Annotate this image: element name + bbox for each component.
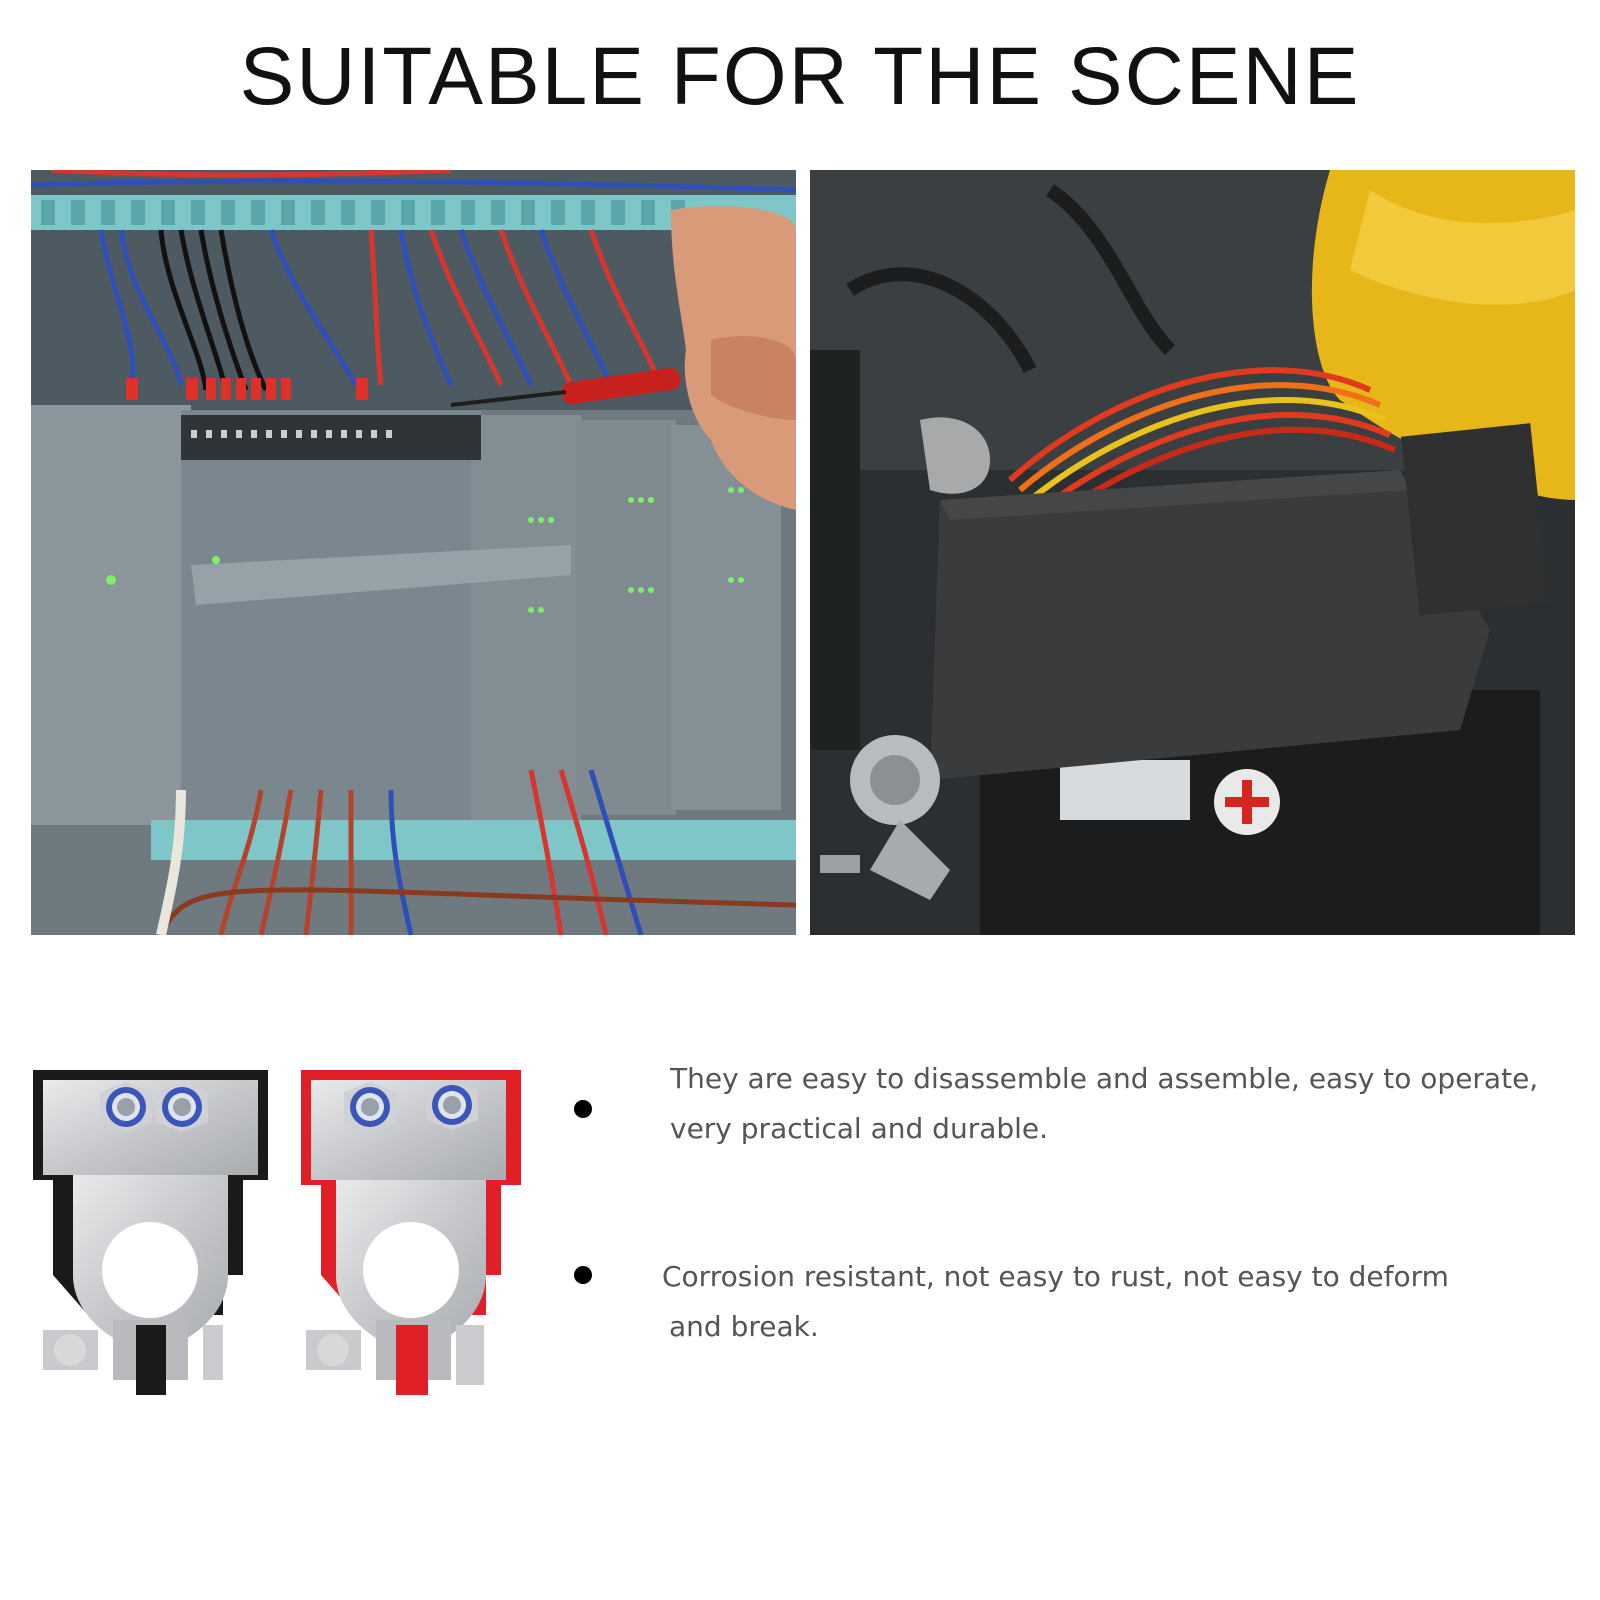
feature-line: Corrosion resistant, not easy to rust, n… bbox=[662, 1260, 1449, 1293]
battery-terminals-image bbox=[28, 1060, 548, 1430]
feature-text-corrosion: Corrosion resistant, not easy to rust, n… bbox=[662, 1252, 1449, 1352]
feature-line: They are easy to disassemble and assembl… bbox=[670, 1062, 1539, 1095]
feature-line: very practical and durable. bbox=[670, 1112, 1049, 1145]
bullet-dot bbox=[574, 1100, 592, 1118]
feature-line: and break. bbox=[669, 1310, 819, 1343]
page-title: SUITABLE FOR THE SCENE bbox=[239, 31, 1361, 122]
positive-terminal bbox=[301, 1070, 521, 1395]
bullet-dot bbox=[574, 1266, 592, 1284]
photo-car-battery bbox=[810, 170, 1575, 935]
photo-control-panel bbox=[31, 170, 796, 935]
negative-terminal bbox=[33, 1070, 268, 1395]
feature-text-disassemble: They are easy to disassemble and assembl… bbox=[670, 1054, 1538, 1154]
